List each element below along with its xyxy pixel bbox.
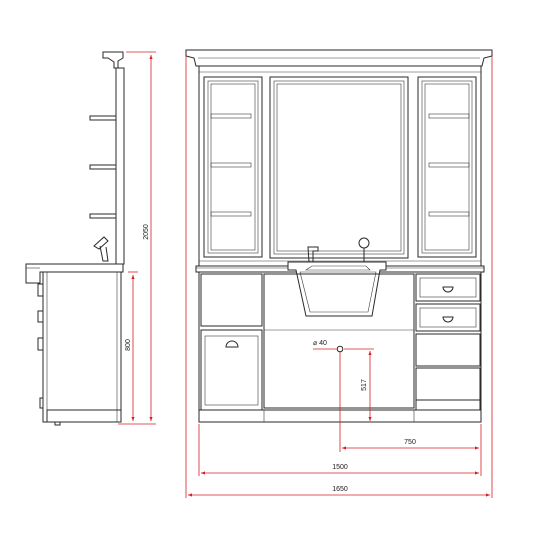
- front-view: [185, 49, 493, 423]
- side-view: [25, 51, 125, 426]
- dim-overall-width: 1650: [332, 486, 348, 493]
- drain-hole: [336, 345, 344, 353]
- side-faucet: [93, 236, 109, 262]
- dim-counter-height: 800: [125, 339, 132, 351]
- side-dimensions: 2050 800: [118, 51, 156, 425]
- dim-hole-offset: 750: [404, 439, 416, 446]
- wash-basin: [287, 237, 387, 317]
- left-lower-door: [200, 329, 263, 411]
- right-drawers: [415, 273, 481, 411]
- front-dimensions: ⌀ 40 517 750 1500 1650: [185, 56, 493, 498]
- dim-cabinet-width: 1500: [332, 464, 348, 471]
- dim-hole-height: 517: [361, 379, 368, 391]
- left-glass-cabinet: [203, 76, 263, 258]
- side-handles: [37, 283, 43, 409]
- dim-total-height: 2050: [143, 224, 150, 240]
- right-glass-cabinet: [417, 76, 477, 258]
- side-shelves: [89, 115, 117, 219]
- mirror: [269, 76, 409, 259]
- dim-hole-diameter: ⌀ 40: [313, 340, 327, 347]
